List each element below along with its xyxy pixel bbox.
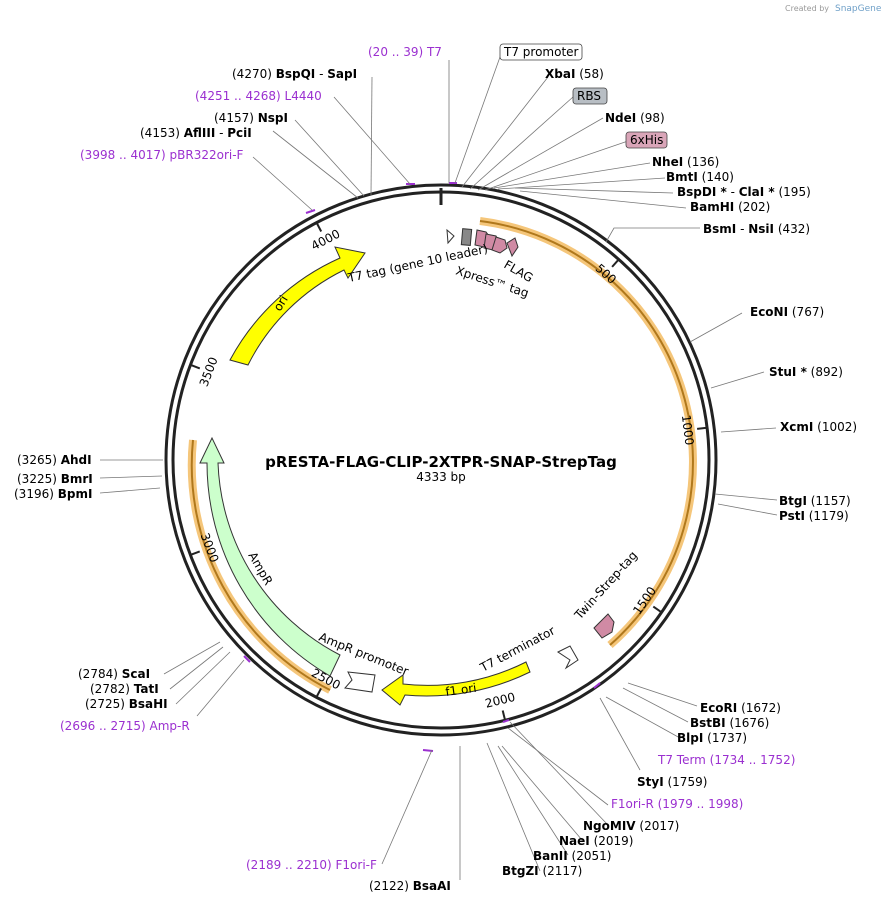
site-label-styi: StyI (1759) — [637, 775, 707, 789]
site-label-ndei: NdeI (98) — [605, 111, 665, 125]
ori-feature-arrow — [229, 246, 366, 366]
rbs-box — [460, 228, 473, 246]
tick-mark — [315, 687, 322, 698]
t7-terminator-arrow — [557, 645, 579, 670]
ampr-feature-arrow — [199, 436, 341, 677]
site-label-nspi: (4157) NspI — [214, 111, 288, 125]
site-label-bspdi: BspDI * - ClaI * (195) — [677, 185, 811, 199]
primer-label-ampr: (2696 .. 2715) Amp-R — [60, 719, 190, 733]
site-label-bsahi: (2725) BsaHI — [85, 697, 168, 711]
site-label-scai: (2784) ScaI — [78, 667, 150, 681]
tick-mark — [501, 710, 507, 721]
t7-promoter-box — [499, 43, 583, 61]
primer-label-t7term: T7 Term (1734 .. 1752) — [657, 753, 795, 767]
6xhis-label-box — [625, 131, 668, 149]
site-label-bstbi: BstBI (1676) — [690, 716, 769, 730]
twin-strep-tag-arrow — [593, 613, 615, 639]
site-label-ahdi: (3265) AhdI — [17, 453, 92, 467]
site-label-ngomiv: NgoMIV (2017) — [583, 819, 679, 833]
f1-ori-arrow — [381, 661, 531, 706]
t7-promoter-label: T7 promoter — [503, 45, 579, 59]
site-label-bmri: (3225) BmrI — [17, 472, 93, 486]
site-label-xcmi: XcmI (1002) — [780, 420, 857, 434]
snapgene-brand: SnapGene — [835, 4, 882, 14]
t7term-primer-mark — [593, 682, 601, 689]
tick-mark — [315, 222, 323, 232]
rbs-label: RBS — [577, 89, 601, 103]
site-label-nhei: NheI (136) — [652, 155, 719, 169]
site-label-bsmi: BsmI - NsiI (432) — [703, 222, 810, 236]
pbr322ori-primer-mark — [305, 209, 316, 214]
6xhis-label: 6xHis — [630, 133, 663, 147]
tick-label: 3500 — [197, 355, 221, 389]
tick-mark — [190, 363, 201, 370]
tick-mark — [697, 426, 708, 430]
primer-label-f1orir: F1ori-R (1979 .. 1998) — [611, 797, 743, 811]
site-label-stui: StuI * (892) — [769, 365, 843, 379]
rbs-label-box — [572, 87, 608, 105]
tick-label: 1000 — [679, 414, 697, 446]
site-label-psti: PstI (1179) — [779, 509, 849, 523]
site-label-bmti: BmtI (140) — [666, 170, 734, 184]
restriction-site-labels: (4270) BspQI - SapI (4157) NspI(4153) Afl… — [14, 67, 857, 893]
site-label-bsaai: (2122) BsaAI — [369, 879, 451, 893]
tick-label: 1500 — [630, 584, 659, 617]
f1-ori-label: f1 ori — [444, 681, 477, 699]
tick-mark — [190, 550, 201, 556]
site-label-tati: (2782) TatI — [90, 682, 159, 696]
tick-mark — [611, 258, 620, 268]
site-label-bspqi: (4270) BspQI - SapI — [232, 67, 357, 81]
primer-label-f1orif: (2189 .. 2210) F1ori-F — [246, 858, 377, 872]
site-label-btgi: BtgI (1157) — [779, 494, 851, 508]
site-label-xbai: XbaI (58) — [545, 67, 604, 81]
twin-strep-tag-label: Twin-Strep-tag — [571, 548, 640, 622]
plasmid-length: 4333 bp — [416, 470, 466, 484]
primer-labels: (20 .. 39) T7 (4251 .. 4268) L4440 (3998 .… — [60, 45, 795, 872]
primer-label-pbr322orif: (3998 .. 4017) pBR322ori-F — [80, 148, 244, 162]
site-label-blpi: BlpI (1737) — [677, 731, 747, 745]
credit-text: Created by — [785, 4, 829, 13]
f1ori-r-primer-mark — [502, 719, 510, 723]
site-label-banii: BanII (2051) — [533, 849, 611, 863]
site-label-btgzi: BtgZI (2117) — [502, 864, 582, 878]
site-label-afliii: (4153) AflIII - PciI — [140, 126, 252, 140]
site-label-naei: NaeI (2019) — [559, 834, 633, 848]
t7-promoter-arrow — [446, 228, 455, 245]
primer-label-t7: (20 .. 39) T7 — [368, 45, 442, 59]
site-label-ecori: EcoRI (1672) — [700, 701, 781, 715]
site-label-bpmi: (3196) BpmI — [14, 487, 92, 501]
leader-lines — [99, 56, 778, 880]
ampr-orf-arc — [190, 439, 331, 691]
flag-arrow — [506, 237, 519, 258]
primer-label-l4440: (4251 .. 4268) L4440 — [195, 89, 322, 103]
xpress-tag-arrow — [491, 236, 508, 254]
backbone-outer — [164, 183, 718, 737]
plasmid-name: pRESTA-FLAG-CLIP-2XTPR-SNAP-StrepTag — [265, 453, 617, 471]
site-label-bamhi: BamHI (202) — [690, 200, 770, 214]
orf-arc — [479, 220, 694, 646]
site-label-econi: EcoNI (767) — [750, 305, 824, 319]
ampr-promoter-arrow — [344, 671, 376, 693]
tick-mark — [652, 605, 663, 614]
amp-r-primer-mark — [243, 655, 251, 663]
tick-label: 2000 — [484, 690, 517, 711]
